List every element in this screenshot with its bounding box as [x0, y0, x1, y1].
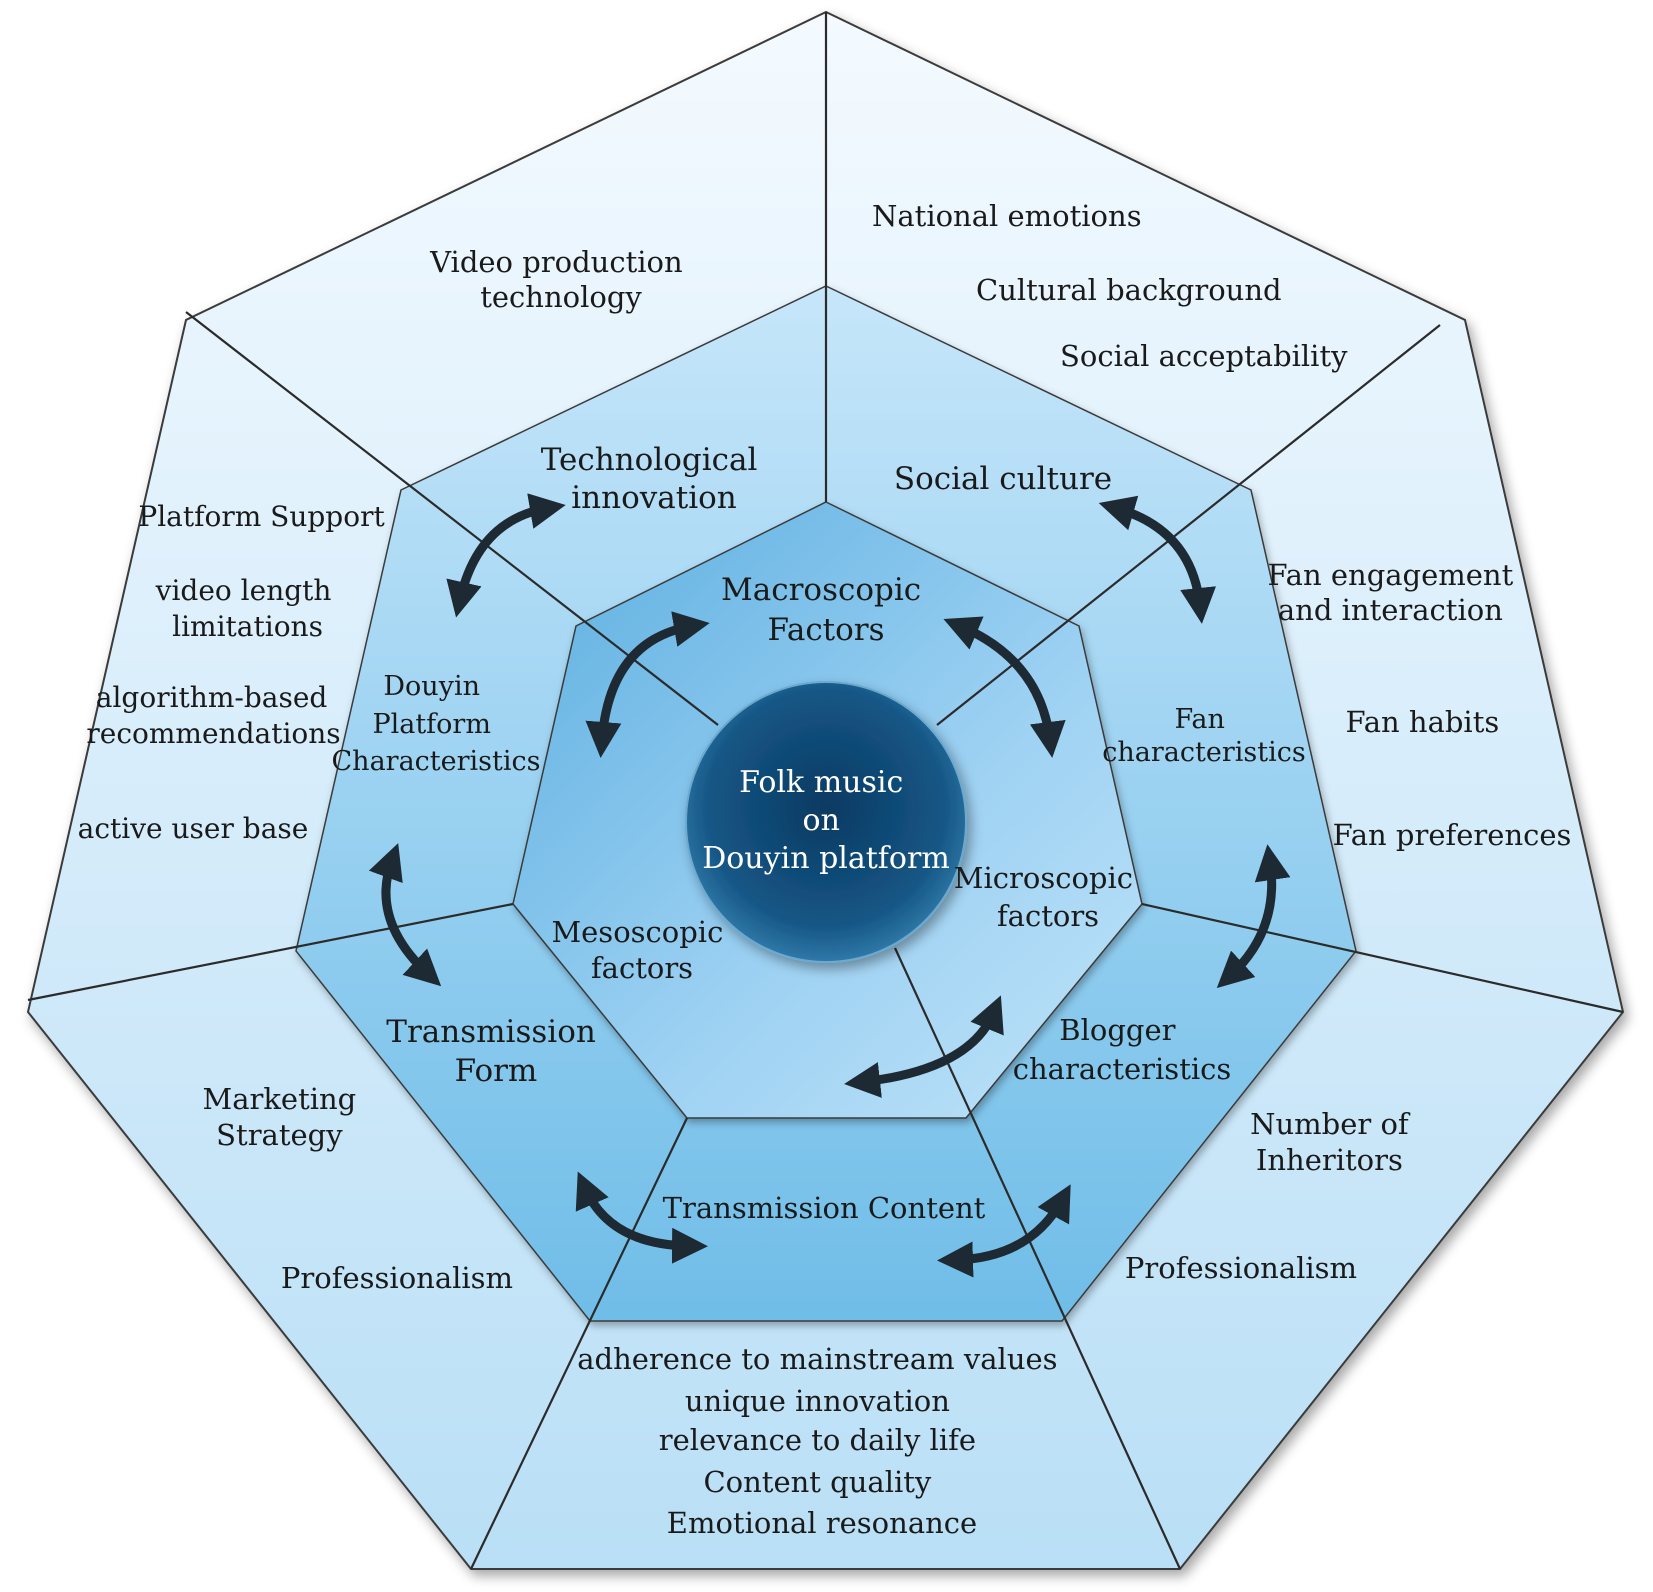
- macro-factors-line-2: Factors: [767, 612, 884, 648]
- transmission-content-label: Transmission Content: [663, 1191, 986, 1225]
- arrow-blogger-content: [937, 1184, 1071, 1278]
- form-item-2: Strategy: [216, 1118, 343, 1152]
- tech-innovation-label: Technological innovation: [541, 442, 768, 516]
- transmission-content-line-1: Transmission Content: [663, 1191, 986, 1225]
- transmission-form-line-2: Form: [455, 1053, 538, 1089]
- tech-innovation-line-1: Technological: [541, 442, 758, 478]
- social-items: National emotions Cultural background So…: [872, 199, 1348, 373]
- blogger-characteristics-label: Blogger characteristics: [1013, 1013, 1232, 1086]
- fan-characteristics-label: Fan characteristics: [1102, 704, 1305, 768]
- form-item-1: Marketing: [203, 1082, 357, 1116]
- form-items: Marketing Strategy Professionalism: [203, 1082, 514, 1295]
- meso-factors-line-2: factors: [591, 951, 693, 985]
- tech-item-1: Video production: [429, 245, 683, 279]
- macro-factors-line-1: Macroscopic: [721, 572, 921, 608]
- tech-item-2: technology: [480, 280, 642, 314]
- douyin-platform-line-2: Platform: [372, 709, 491, 740]
- platform-item-2: video length: [155, 574, 332, 607]
- content-item-5: Emotional resonance: [667, 1506, 977, 1540]
- platform-item-4: algorithm-based: [96, 681, 328, 714]
- platform-item-6: active user base: [78, 812, 309, 845]
- content-item-1: adherence to mainstream values: [577, 1342, 1057, 1376]
- arrow-macro-right: [943, 616, 1066, 758]
- platform-items: Platform Support video length limitation…: [78, 500, 394, 845]
- douyin-platform-label: Douyin Platform Characteristics: [332, 671, 541, 777]
- platform-item-3: limitations: [172, 610, 323, 643]
- center-label-line-2: on: [803, 803, 840, 838]
- arrow-form-platform: [368, 843, 442, 987]
- blogger-characteristics-line-2: characteristics: [1013, 1052, 1232, 1086]
- tech-items: Video production technology: [429, 245, 692, 314]
- content-item-2: unique innovation: [685, 1384, 950, 1418]
- fan-item-2: and interaction: [1278, 593, 1503, 627]
- content-item-4: Content quality: [703, 1465, 931, 1499]
- form-item-3: Professionalism: [281, 1261, 513, 1295]
- micro-factors-line-1: Microscopic: [954, 861, 1133, 895]
- blogger-item-3: Professionalism: [1125, 1251, 1357, 1285]
- blogger-item-1: Number of: [1250, 1107, 1411, 1141]
- arrow-micro-meso: [844, 995, 1004, 1098]
- arrow-social-fan: [1098, 495, 1217, 624]
- transmission-form-line-1: Transmission: [386, 1014, 596, 1050]
- douyin-platform-line-3: Characteristics: [332, 746, 541, 777]
- social-item-1: National emotions: [872, 199, 1142, 233]
- center-label-line-1: Folk music: [739, 765, 903, 800]
- content-items: adherence to mainstream values unique in…: [577, 1342, 1067, 1540]
- blogger-items: Number of Inheritors Professionalism: [1125, 1107, 1418, 1285]
- tech-innovation-line-2: innovation: [571, 480, 737, 516]
- fan-characteristics-line-1: Fan: [1175, 704, 1225, 735]
- social-item-3: Social acceptability: [1060, 339, 1348, 373]
- micro-factors-label: Microscopic factors: [954, 861, 1142, 933]
- center-label-line-3: Douyin platform: [702, 841, 950, 876]
- arrow-tech-platform: [446, 493, 566, 618]
- fan-characteristics-line-2: characteristics: [1102, 737, 1305, 768]
- social-culture-line-1: Social culture: [894, 461, 1112, 497]
- platform-item-5: recommendations: [86, 717, 340, 750]
- fan-item-4: Fan preferences: [1333, 818, 1572, 852]
- content-item-3: relevance to daily life: [659, 1423, 976, 1457]
- arrow-macro-left: [585, 611, 710, 758]
- fan-item-3: Fan habits: [1346, 705, 1500, 739]
- center-circle: [685, 681, 967, 963]
- social-item-2: Cultural background: [976, 273, 1282, 307]
- fan-item-1: Fan engagement: [1268, 558, 1514, 592]
- douyin-platform-line-1: Douyin: [383, 671, 480, 702]
- arrow-content-form: [575, 1171, 708, 1264]
- blogger-characteristics-line-1: Blogger: [1059, 1013, 1175, 1047]
- macro-factors-label: Macroscopic Factors: [721, 572, 931, 648]
- transmission-form-label: Transmission Form: [386, 1014, 605, 1089]
- meso-factors-line-1: Mesoscopic: [551, 915, 723, 949]
- meso-factors-label: Mesoscopic factors: [551, 915, 732, 985]
- center-label: Folk music on Douyin platform: [702, 765, 950, 876]
- social-culture-label: Social culture: [894, 461, 1112, 497]
- micro-factors-line-2: factors: [997, 899, 1099, 933]
- blogger-item-2: Inheritors: [1256, 1143, 1403, 1177]
- platform-item-1: Platform Support: [138, 500, 385, 533]
- arrows: [368, 493, 1291, 1278]
- fan-items: Fan engagement and interaction Fan habit…: [1268, 558, 1572, 852]
- arrow-fan-blogger: [1216, 844, 1291, 989]
